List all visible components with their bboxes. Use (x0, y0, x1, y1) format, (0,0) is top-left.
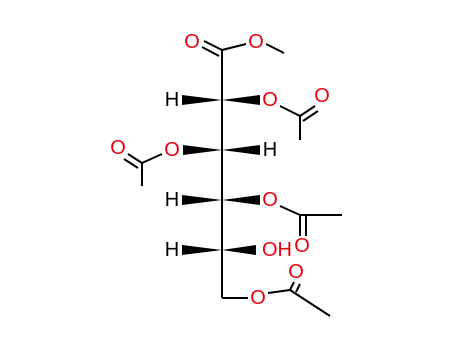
c5-substituents: H OH (165, 239, 292, 261)
methyl-ester-group: O O (184, 31, 285, 100)
c4-hydrogen: H (165, 189, 179, 211)
c2-substituents: H O O (165, 85, 330, 140)
c4-substituents: H O O (165, 189, 342, 257)
bond-c6-acyl-methyl (289, 289, 331, 317)
bond-c1-carbonyl-b (201, 46, 220, 57)
wedge-c3-o (183, 145, 222, 155)
wedge-c5-h (182, 245, 222, 255)
bond-c1-ester-o (221, 43, 247, 51)
c2-hydrogen: H (165, 89, 179, 111)
c6-oxygen: O (250, 287, 266, 309)
c6-acetate: O O (222, 261, 331, 317)
c3-oxygen: O (164, 139, 180, 161)
c2-acetyl-carbonyl-oxygen: O (314, 85, 330, 107)
bond-ester-o-methyl (265, 43, 285, 54)
bond-c3-acyl-carbonyl-a (127, 153, 143, 164)
c4-oxygen: O (262, 189, 278, 211)
wedge-c3-h (222, 145, 260, 155)
wedge-c4-h (182, 195, 222, 205)
bond-c3-acyl-carbonyl-b (123, 158, 139, 169)
c3-hydrogen: H (263, 139, 277, 161)
c3-substituents: O H O (110, 137, 277, 186)
bond-c2-acyl-carbonyl-a (299, 105, 316, 117)
c5-hydroxyl: OH (262, 239, 292, 261)
wedge-c2-h (182, 95, 222, 105)
bond-c6o-acyl (267, 289, 291, 294)
c3-acetyl-carbonyl-oxygen: O (110, 137, 126, 159)
bond-c3o-acyl (141, 153, 163, 164)
bond-c2-acyl-carbonyl-b (302, 110, 319, 122)
ester-oxygen: O (248, 31, 264, 53)
bond-c6-acyl-carbonyl-b (295, 283, 301, 293)
c6-acetyl-carbonyl-oxygen: O (288, 261, 304, 283)
c4-acetyl-carbonyl-oxygen: O (294, 235, 310, 257)
c2-oxygen: O (262, 89, 278, 111)
c5-hydrogen: H (165, 239, 179, 261)
wedge-c4-o (222, 195, 260, 205)
bond-c1-carbonyl-a (203, 40, 223, 51)
bond-c4o-acyl (279, 205, 301, 216)
bond-c6-acyl-carbonyl-a (289, 281, 295, 291)
wedge-c2-o (222, 95, 260, 105)
wedge-c5-oh (222, 245, 256, 255)
bond-c2o-acyl (279, 105, 301, 117)
carbonyl-oxygen: O (184, 31, 200, 53)
